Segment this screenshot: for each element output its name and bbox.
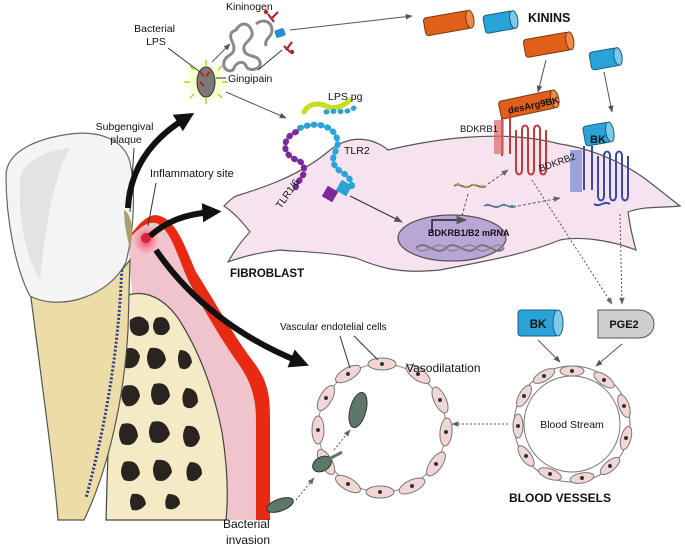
big-arrow-to-fibroblast [148, 203, 222, 239]
tlr2-label: TLR2 [344, 145, 370, 157]
bacterial-invasion-label: Bacterial invasion [223, 517, 273, 547]
arrow-nucleus-to-mrna1 [461, 193, 469, 217]
lps-pg-label: LPS pg [328, 91, 363, 103]
arrow-mrna2-to-b2 [517, 196, 561, 207]
mrna-label: BDKRB1/B2 mRNA [428, 228, 510, 238]
vascular-pointer-1 [339, 335, 351, 369]
kinins-label: KININS [528, 11, 570, 25]
kinin-blue-1 [482, 10, 519, 34]
inflammatory-core [141, 233, 151, 243]
pge2-label: PGE2 [609, 319, 638, 331]
arrow-invasion-1 [295, 477, 315, 501]
arrow-lps-to-kininogen [211, 43, 231, 63]
lps-pointer [167, 47, 201, 73]
blood-vessels-label: BLOOD VESSELS [509, 491, 611, 505]
gingipain-pointer [257, 49, 283, 71]
kinin-blue-2 [588, 47, 623, 71]
arrow-pge2-to-vessel [595, 343, 623, 367]
fibroblast-label: FIBROBLAST [230, 268, 304, 280]
arrow-kinin-to-b1 [536, 59, 547, 93]
arrow-invasion-2 [333, 429, 351, 451]
gene-promoter-arrow [431, 215, 468, 232]
pge2-shape [597, 309, 655, 339]
mrna-strand-2 [483, 203, 517, 209]
tooth-cross-section [5, 132, 270, 521]
bacterial-lps [184, 60, 228, 104]
arrow-b2-to-pge2 [619, 213, 625, 305]
big-arrow-to-bacteria [125, 112, 195, 209]
arrow-tlr-to-nucleus [349, 195, 403, 223]
bk-signal-cylinder [517, 309, 564, 337]
invading-bacteria [266, 391, 368, 513]
tlr-complex [282, 97, 357, 203]
vasodilatation-label: Vasodilatation [406, 361, 481, 375]
arrow-b1-to-pge2 [531, 179, 613, 305]
periodontal-ligament [84, 261, 124, 499]
inflammatory-pointer [147, 182, 157, 227]
arrow-kininogen-to-kinins [289, 13, 413, 31]
bk-receptor-label: BK [590, 134, 606, 146]
big-arrow-to-vessels [153, 248, 309, 368]
bdkrb1-label: BDKRB1 [460, 124, 498, 135]
arrow-lps-to-lpspg [225, 91, 287, 119]
arrow-bk-to-vessel [537, 339, 561, 363]
arrow-mrna1-to-b1 [487, 169, 509, 185]
subgingival-plaque-deposit [124, 210, 132, 250]
bk-signal-label: BK [530, 319, 547, 331]
kinin-cylinders [422, 9, 623, 71]
vascular-cells-label: Vascular endotelial cells [280, 322, 387, 333]
bone-trabeculae [119, 316, 202, 511]
subgingival-plaque-label: Subgengival plaque [96, 121, 157, 146]
bdkrb1-receptor [494, 89, 560, 176]
inflammatory-site-label: Inflammatory site [150, 168, 234, 180]
dilated-blood-vessel [512, 365, 633, 484]
nucleus [397, 214, 507, 262]
kininogen-molecule [222, 9, 295, 73]
bdkrb2-receptor [570, 121, 629, 207]
normal-blood-vessel [311, 357, 453, 499]
blood-stream-label: Blood Stream [540, 419, 604, 431]
bacterial-lps-label: Bacterial LPS [134, 23, 178, 48]
dna-helix-2 [415, 244, 505, 252]
kininogen-label: Kininogen [226, 1, 273, 13]
kinin-orange-1 [422, 9, 475, 37]
mrna-strand-1 [453, 182, 487, 189]
crown-shading [19, 148, 70, 280]
arrow-kinin-to-b2 [603, 71, 614, 113]
vascular-pointer-2 [353, 335, 379, 361]
kinin-orange-2 [522, 31, 575, 58]
gingipain-label: Gingipain [228, 73, 273, 85]
